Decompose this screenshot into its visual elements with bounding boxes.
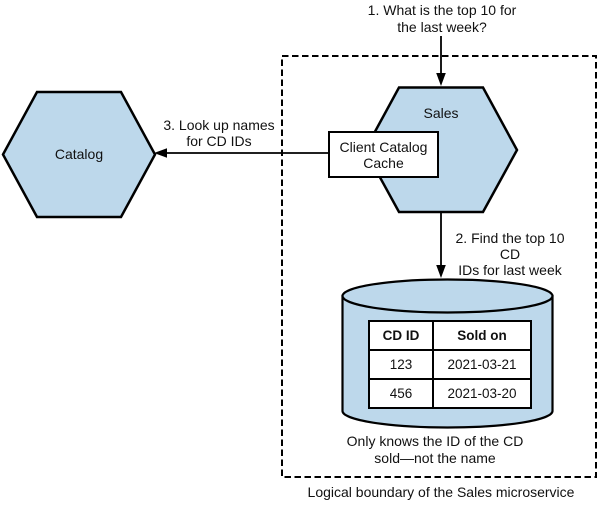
catalog-hexagon [1, 90, 157, 219]
table-cell-cd-id: 456 [368, 378, 434, 409]
sales-hexagon-label: Sales [423, 105, 459, 121]
arrow-step3-head-icon [154, 148, 167, 158]
table-header-row: CD ID Sold on [368, 320, 532, 351]
step2-label: 2. Find the top 10 CD IDs for last week [455, 230, 565, 278]
client-catalog-cache-label: Client Catalog Cache [339, 138, 428, 171]
table-cell-sold-on: 2021-03-20 [432, 378, 532, 409]
sales-boundary-dashed-box [281, 55, 597, 478]
step1-label: 1. What is the top 10 for the last week? [367, 2, 517, 35]
database-cylinder-top [341, 278, 554, 314]
cd-sales-table: CD ID Sold on 123 2021-03-21 456 2021-03… [368, 320, 532, 409]
table-header-sold-on: Sold on [432, 320, 532, 351]
database-note-label: Only knows the ID of the CD sold—not the… [346, 433, 524, 466]
sales-hexagon [363, 86, 519, 214]
table-row: 456 2021-03-20 [368, 378, 532, 409]
arrow-step2-head-icon [436, 265, 446, 278]
table-cell-sold-on: 2021-03-21 [432, 349, 532, 380]
table-header-cd-id: CD ID [368, 320, 434, 351]
table-cell-cd-id: 123 [368, 349, 434, 380]
boundary-caption-label: Logical boundary of the Sales microservi… [307, 484, 575, 500]
table-row: 123 2021-03-21 [368, 349, 532, 380]
client-catalog-cache-box: Client Catalog Cache [328, 131, 439, 178]
arrow-step1-head-icon [436, 73, 446, 86]
step3-label: 3. Look up names for CD IDs [163, 117, 275, 149]
catalog-hexagon-label: Catalog [54, 146, 104, 162]
